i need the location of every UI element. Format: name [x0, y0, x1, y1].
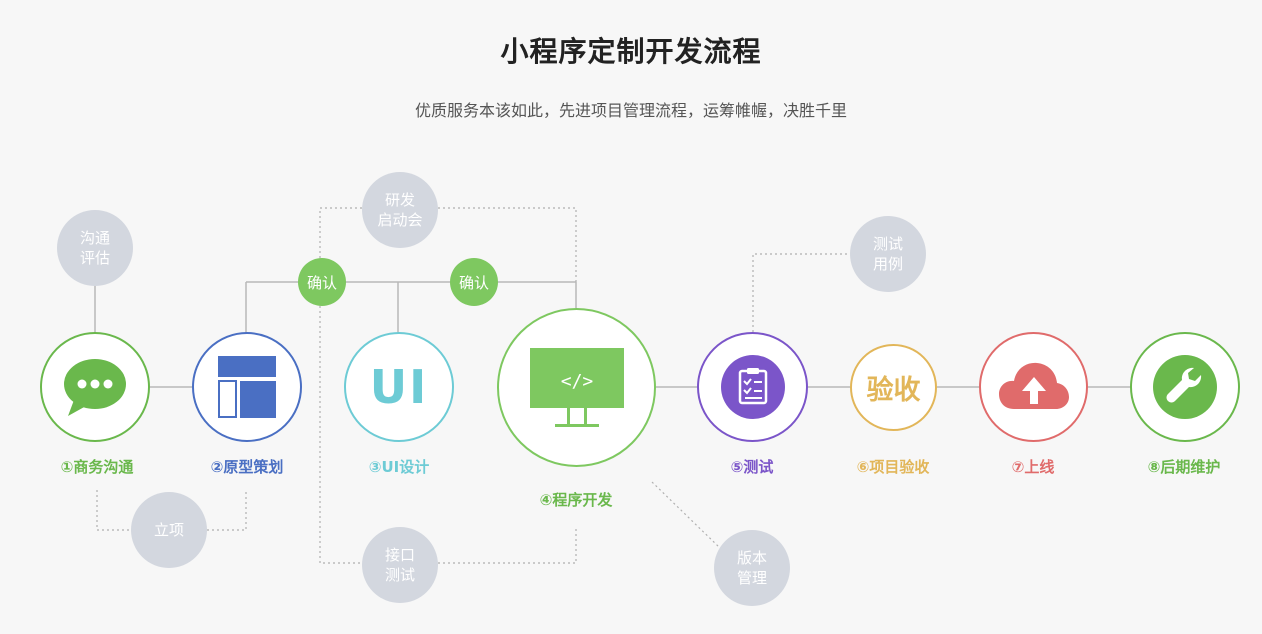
step-business-communication	[40, 332, 150, 442]
confirm-badge-1: 确认	[298, 258, 346, 306]
dotted-kickoff	[319, 207, 577, 282]
step-program-development: </>	[497, 308, 656, 467]
bubble-eval: 沟通 评估	[57, 210, 133, 286]
step-label-5: ⑤测试	[730, 458, 774, 476]
page-title: 小程序定制开发流程	[500, 35, 762, 68]
step-prototype-planning	[192, 332, 302, 442]
step-label-3: ③UI设计	[368, 458, 430, 476]
ui-icon: UI	[369, 360, 429, 414]
dotted-interface	[319, 306, 577, 564]
bubble-test-cases: 测试 用例	[850, 216, 926, 292]
step-label-8: ⑧后期维护	[1147, 458, 1221, 476]
bubble-interface-test: 接口 测试	[362, 527, 438, 603]
dotted-testcase	[752, 253, 850, 332]
cloud-upload-icon	[998, 362, 1069, 409]
chat-icon	[64, 359, 126, 416]
step-label-7: ⑦上线	[1011, 458, 1055, 476]
step-label-1: ①商务沟通	[60, 458, 134, 476]
step-acceptance: 验收	[850, 344, 937, 431]
step-maintenance	[1130, 332, 1240, 442]
step-label-6: ⑥项目验收	[856, 458, 930, 476]
bubble-kickoff: 研发 启动会	[362, 172, 438, 248]
step-go-live	[979, 332, 1088, 442]
dotted-lixiang	[96, 490, 247, 531]
clipboard-check-icon	[720, 355, 785, 419]
dotted-version	[651, 481, 721, 549]
step-testing	[697, 332, 808, 442]
bubble-lixiang: 立项	[131, 492, 207, 568]
layout-icon	[218, 356, 276, 418]
bubble-version: 版本 管理	[714, 530, 790, 606]
page-subtitle: 优质服务本该如此，先进项目管理流程，运筹帷幄，决胜千里	[414, 101, 847, 120]
code-glyph: </>	[560, 371, 593, 392]
wrench-icon	[1153, 355, 1217, 419]
confirm-badge-2: 确认	[450, 258, 498, 306]
step-label-4: ④程序开发	[539, 491, 613, 509]
monitor-code-icon: </>	[529, 347, 624, 427]
step-label-2: ②原型策划	[210, 458, 284, 476]
step-ui-design: UI	[344, 332, 454, 442]
acceptance-icon: 验收	[866, 375, 921, 406]
